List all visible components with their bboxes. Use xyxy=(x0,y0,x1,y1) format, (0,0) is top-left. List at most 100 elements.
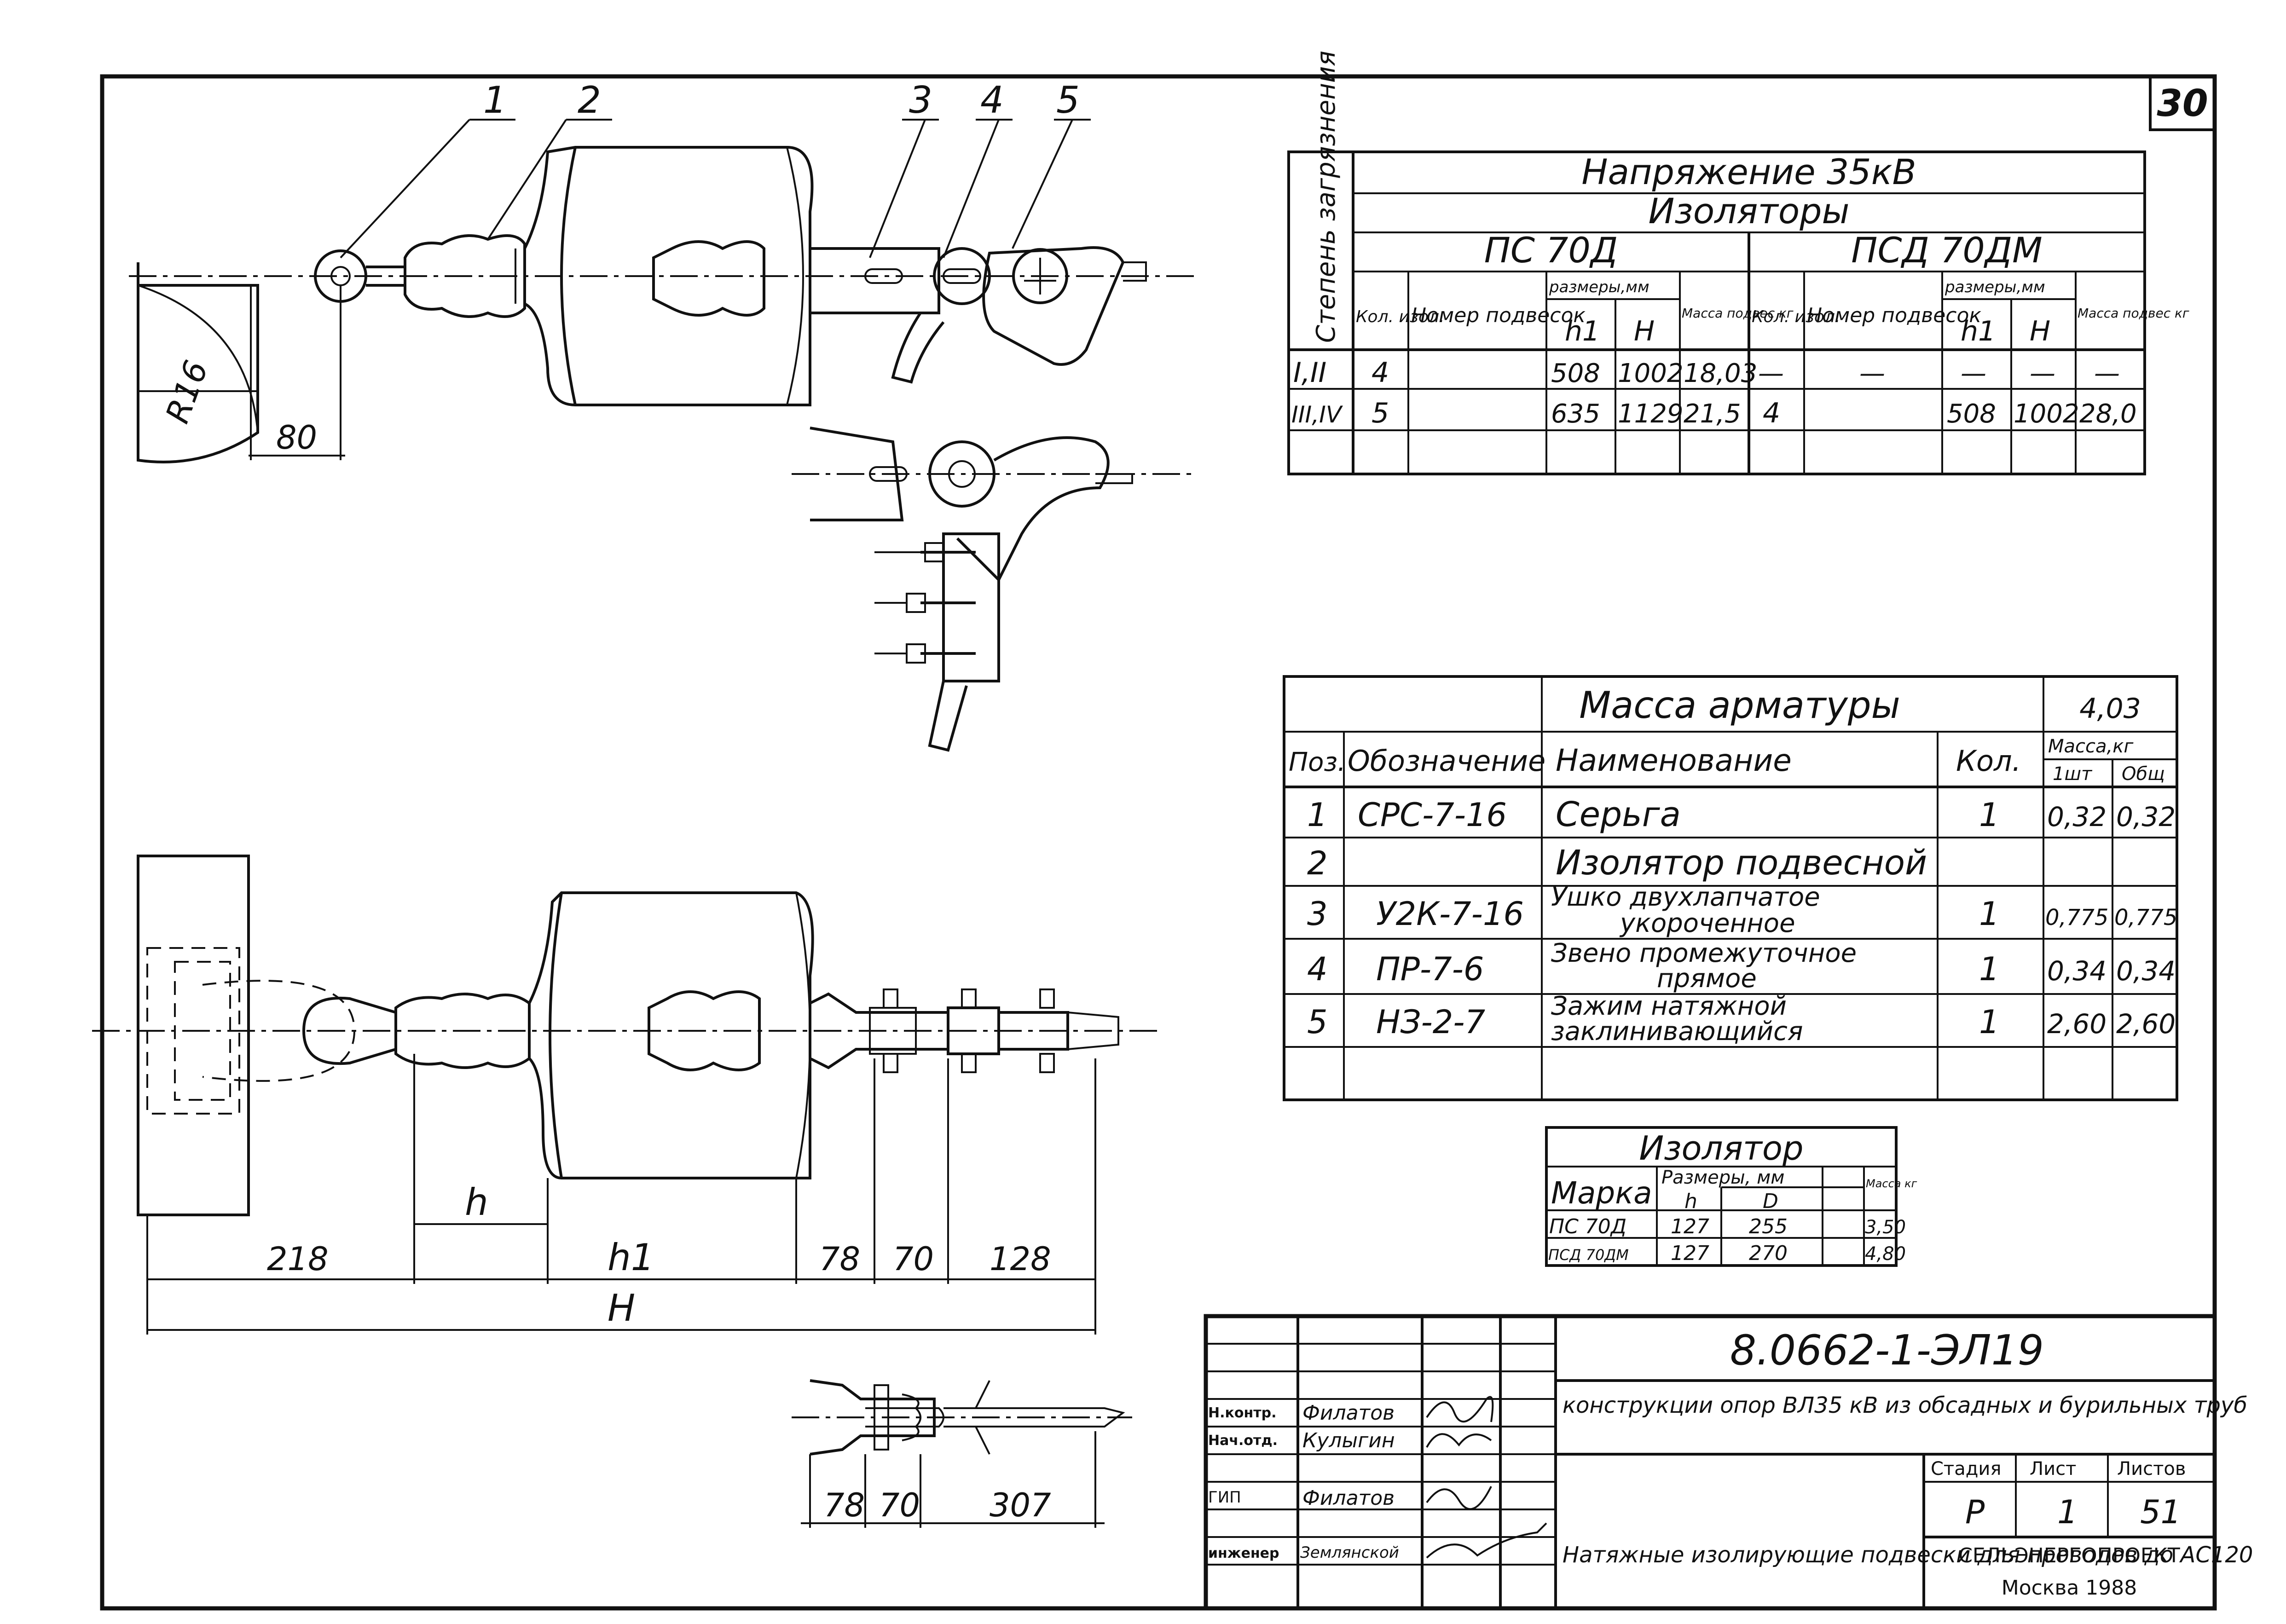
part1-code: СРС-7-16 xyxy=(1358,796,1507,834)
part1-qty: 1 xyxy=(1979,796,2000,834)
ins-row1-D: 255 xyxy=(1749,1215,1788,1238)
part2-pos: 2 xyxy=(1307,844,1328,882)
row1-q1: 4 xyxy=(1372,357,1389,389)
callout-4: 4 xyxy=(980,79,1004,121)
part4-total: 0,34 xyxy=(2116,955,2176,987)
ins-row1-m: 3,50 xyxy=(1865,1217,1906,1238)
hdr-total: Общ xyxy=(2122,763,2165,785)
hdr-h1-2: h1 xyxy=(1961,315,1996,347)
title-block: 8.0662-1-ЭЛ19 конструкции опор ВЛ35 кВ и… xyxy=(1204,1314,2253,1611)
ins-row1-h: 127 xyxy=(1671,1215,1709,1238)
part4-unit: 0,34 xyxy=(2047,955,2107,987)
name-nkontr: Филатов xyxy=(1302,1401,1395,1425)
sheet-number: 30 xyxy=(2157,82,2208,125)
ins-row1-mark: ПС 70Д xyxy=(1549,1215,1626,1238)
part1-name: Серьга xyxy=(1556,795,1681,834)
row2-degree: III,IV xyxy=(1291,401,1343,428)
part5-name-1: Зажим натяжной xyxy=(1551,991,1787,1021)
dim-radius: R16 xyxy=(158,356,215,428)
part1-unit: 0,32 xyxy=(2047,801,2107,832)
dim-h1: h1 xyxy=(608,1236,654,1279)
part4-name-2: прямое xyxy=(1657,964,1757,994)
ins-row2-h: 127 xyxy=(1671,1242,1709,1265)
part3-name-2: укороченное xyxy=(1619,908,1795,938)
part1-total: 0,32 xyxy=(2116,801,2176,832)
sheet-number-box xyxy=(2149,75,2216,131)
ins-row2-mark: ПСД 70ДМ xyxy=(1548,1246,1629,1264)
row1-m1: 18,03 xyxy=(1684,358,1757,388)
group-ps70d: ПС 70Д xyxy=(1484,230,1618,271)
row2-H2: 1002 xyxy=(2014,399,2079,429)
part4-name-1: Звено промежуточное xyxy=(1551,938,1857,968)
hdr-unit: 1шт xyxy=(2053,763,2093,785)
dim-h: h xyxy=(465,1181,488,1224)
part5-code: НЗ-2-7 xyxy=(1376,1003,1485,1041)
signature-2 xyxy=(1426,1433,1492,1448)
part5-total: 2,60 xyxy=(2116,1008,2176,1040)
stage-label: Стадия xyxy=(1931,1458,2001,1480)
part3-total: 0,775 xyxy=(2114,905,2177,930)
city-year: Москва 1988 xyxy=(2002,1576,2137,1600)
row1-h2: — xyxy=(1961,358,1986,388)
part1-pos: 1 xyxy=(1307,796,1328,834)
dim-80: 80 xyxy=(276,419,317,457)
clamp-detail-view xyxy=(792,427,1197,752)
row1-H2: — xyxy=(2030,358,2055,388)
ins-row2-D: 270 xyxy=(1749,1242,1788,1265)
row1-q2: — xyxy=(1758,358,1784,388)
document-description: конструкции опор ВЛ35 кВ из обсадных и б… xyxy=(1563,1393,2247,1418)
sheets-value: 51 xyxy=(2140,1493,2181,1531)
insulator-title: Изолятор xyxy=(1639,1129,1803,1167)
hdr-mass-2: Масса подвес кг xyxy=(2078,306,2189,321)
hdr-sizes-2: размеры,мм xyxy=(1945,278,2045,296)
callout-2: 2 xyxy=(578,79,601,121)
row2-h1: 635 xyxy=(1551,399,1600,429)
signature-3 xyxy=(1426,1486,1492,1510)
part3-pos: 3 xyxy=(1307,895,1328,933)
insulators-subtitle: Изоляторы xyxy=(1648,191,1849,231)
insulator-table: Изолятор Марка Размеры, мм h D Масса кг … xyxy=(1545,1126,1917,1267)
side-header: Степень загрязнения xyxy=(1311,51,1341,343)
document-title: Натяжные изолирующие подвески для провод… xyxy=(1563,1542,2253,1568)
part5-unit: 2,60 xyxy=(2047,1008,2107,1040)
bottom-assembly-drawing: h 218 h1 78 70 128 H xyxy=(92,855,1160,1335)
part3-name-1: Ушко двухлапчатое xyxy=(1551,882,1820,912)
part3-qty: 1 xyxy=(1979,895,2000,933)
row1-H1: 1002 xyxy=(1618,358,1684,388)
part4-pos: 4 xyxy=(1307,950,1328,988)
row1-h1: 508 xyxy=(1551,358,1600,388)
hdr-qty-2: Кол. изол. xyxy=(1752,307,1840,326)
row2-h2: 508 xyxy=(1947,399,1996,429)
hdr-mass-1: Масса подвес кг xyxy=(1682,306,1794,321)
part5-name-2: заклинивающийся xyxy=(1551,1017,1803,1046)
sheet-value: 1 xyxy=(2057,1493,2078,1531)
top-assembly-drawing: R16 80 1 2 xyxy=(129,79,1197,463)
row2-m1: 21,5 xyxy=(1684,399,1741,429)
dim-small-70: 70 xyxy=(879,1486,920,1524)
callout-3: 3 xyxy=(909,79,932,121)
hdr-H-2: H xyxy=(2030,315,2050,347)
part5-qty: 1 xyxy=(1979,1003,2000,1041)
sheets-label: Листов xyxy=(2117,1458,2186,1480)
name-engineer: Землянской xyxy=(1300,1543,1399,1562)
hdr-name: Наименование xyxy=(1556,743,1792,778)
role-engineer: инженер xyxy=(1208,1545,1279,1561)
ins-hdr-h: h xyxy=(1684,1190,1697,1213)
sheet-label: Лист xyxy=(2030,1458,2076,1480)
part3-code: У2К-7-16 xyxy=(1376,895,1524,933)
voltage-table: Степень загрязнения Напряжение 35кВ Изол… xyxy=(1287,51,2189,475)
hdr-num-1: Номер подвесок xyxy=(1411,304,1586,327)
hdr-H-1: H xyxy=(1634,315,1655,347)
ins-hdr-sizes: Размеры, мм xyxy=(1661,1167,1784,1188)
dim-218: 218 xyxy=(267,1240,329,1278)
callout-1: 1 xyxy=(483,79,507,121)
part3-unit: 0,775 xyxy=(2045,905,2108,930)
sheet-frame xyxy=(100,74,2217,1611)
dim-small-307: 307 xyxy=(990,1486,1051,1524)
name-nachotd: Кулыгин xyxy=(1302,1429,1395,1452)
hdr-mass: Масса,кг xyxy=(2048,736,2134,757)
dim-78: 78 xyxy=(819,1240,860,1278)
stage-value: Р xyxy=(1965,1493,1985,1531)
callout-5: 5 xyxy=(1056,79,1080,121)
